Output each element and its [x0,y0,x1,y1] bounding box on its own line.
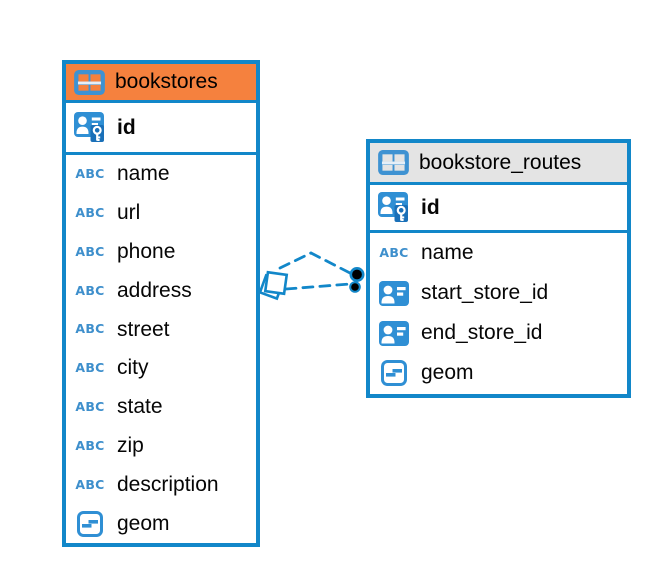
column-row[interactable]: ABC zip [66,427,256,466]
foreign-key-user-icon-slot [377,280,411,306]
column-row[interactable]: ABC city [66,349,256,388]
diamond-marker[interactable] [258,270,289,301]
table-title: bookstore_routes [419,150,582,174]
column-row[interactable]: start_store_id [370,273,627,313]
table-icon [73,69,105,95]
primary-key-user-icon-slot [73,112,107,143]
table-icon [377,150,409,175]
text-icon: ABC [75,476,105,492]
text-icon: ABC [75,321,105,337]
text-icon-slot: ABC [73,398,107,414]
text-icon-slot: ABC [73,168,107,181]
column-row[interactable]: ABC url [66,194,256,233]
column-row[interactable]: ABC name [66,155,256,194]
table-header[interactable]: bookstore_routes [370,143,627,185]
column-name: city [117,356,149,380]
text-icon-slot: ABC [73,476,107,492]
er-table-bookstore-routes[interactable]: bookstore_routes id ABC name start_store_… [366,139,631,398]
column-name: address [117,278,192,302]
text-icon-slot: ABC [73,362,107,375]
column-name: description [117,472,219,496]
primary-key-section: id [66,103,256,155]
column-name: name [421,241,474,264]
foreign-key-user-icon [379,280,409,306]
column-name: id [117,115,136,139]
table-icon-slot [377,150,409,175]
text-icon: ABC [75,360,105,376]
column-name: phone [117,239,176,263]
text-icon: ABC [75,282,105,298]
column-row[interactable]: ABC description [66,465,256,504]
column-row[interactable]: ABC state [66,388,256,427]
relationship-line-start-store[interactable] [278,251,352,275]
circle-marker[interactable] [349,266,365,293]
table-icon-slot [73,69,105,95]
text-icon: ABC [75,398,105,414]
column-name: end_store_id [421,321,543,344]
text-icon: ABC [75,204,105,220]
text-icon-slot: ABC [73,243,107,259]
column-name: id [421,195,440,219]
relationship-line-end-store[interactable] [284,282,352,291]
primary-key-user-icon [378,192,408,222]
column-row[interactable]: geom [66,504,256,543]
text-icon: ABC [75,166,105,182]
column-name: zip [117,433,144,457]
text-icon: ABC [379,244,409,260]
table-header[interactable]: bookstores [66,64,256,103]
foreign-key-user-icon [379,320,409,346]
table-title: bookstores [115,70,218,93]
geometry-icon [77,510,103,537]
columns-section: ABC name start_store_id end_store_id geom [370,233,627,393]
text-icon-slot: ABC [377,244,411,260]
geometry-icon-slot [73,510,107,537]
foreign-key-user-icon-slot [377,320,411,346]
text-icon-slot: ABC [73,282,107,298]
column-row[interactable]: ABC name [370,233,627,273]
primary-key-section: id [370,185,627,233]
column-row[interactable]: ABC phone [66,233,256,272]
text-icon-slot: ABC [73,437,107,453]
primary-key-row[interactable]: id [370,185,627,230]
column-row[interactable]: geom [370,353,627,393]
text-icon-slot: ABC [73,323,107,336]
geometry-icon [381,360,407,386]
column-name: state [117,395,163,419]
primary-key-row[interactable]: id [66,103,256,152]
column-row[interactable]: ABC street [66,310,256,349]
text-icon: ABC [75,437,105,453]
primary-key-user-icon-slot [377,192,411,223]
column-name: geom [117,511,170,535]
column-name: start_store_id [421,281,549,304]
text-icon-slot: ABC [73,204,107,220]
primary-key-user-icon [74,112,104,142]
text-icon: ABC [75,243,105,259]
column-row[interactable]: end_store_id [370,313,627,353]
column-name: street [117,317,170,341]
geometry-icon-slot [377,360,411,386]
column-row[interactable]: ABC address [66,271,256,310]
column-name: name [117,162,170,186]
column-name: url [117,201,141,225]
column-name: geom [421,361,474,384]
